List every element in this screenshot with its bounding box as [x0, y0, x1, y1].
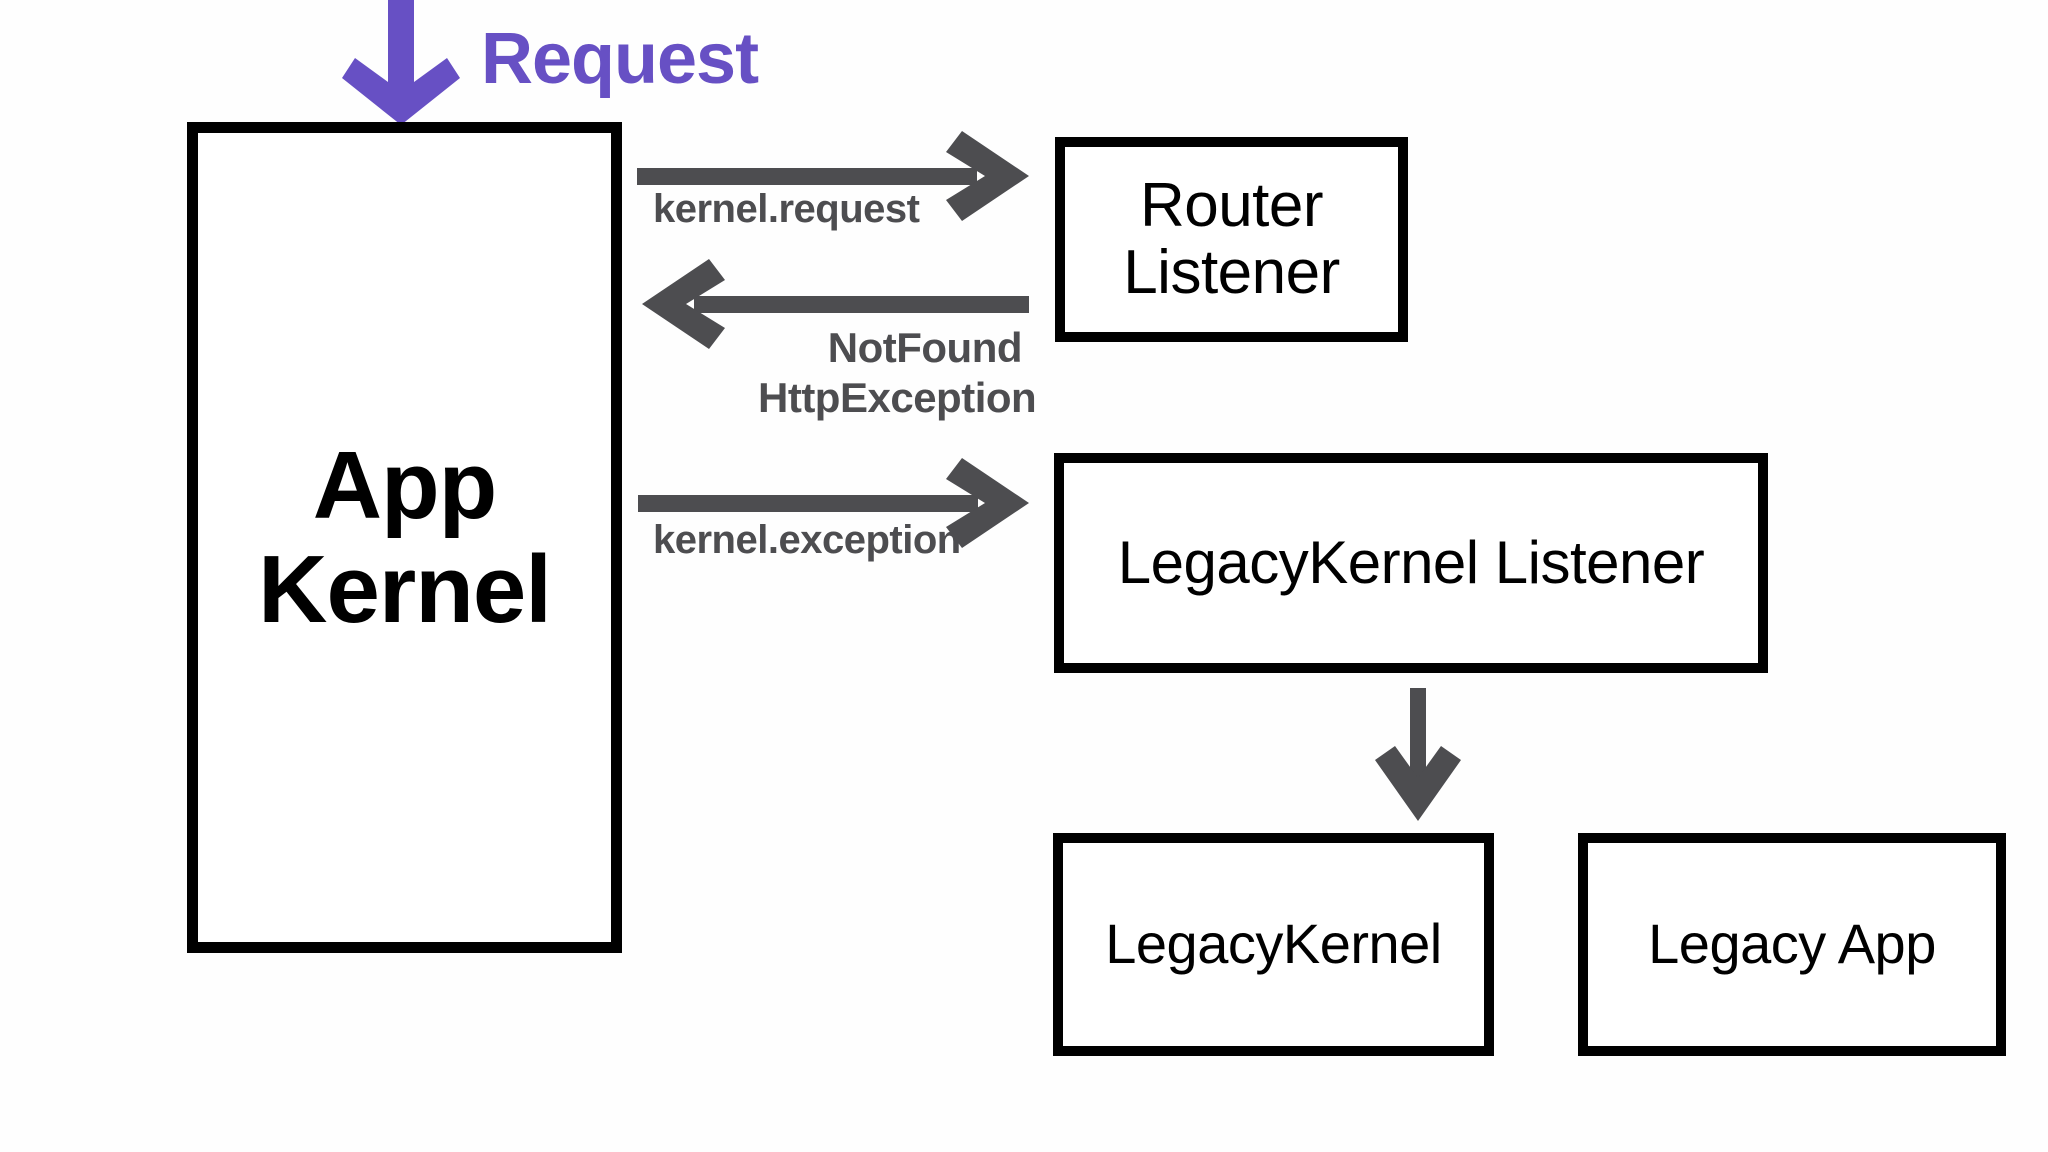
request-arrow-icon	[342, 0, 460, 125]
node-app-kernel-label: App Kernel	[258, 431, 552, 643]
node-legacykernel-listener[interactable]: LegacyKernel Listener	[1054, 453, 1768, 673]
node-legacy-app[interactable]: Legacy App	[1578, 833, 2006, 1056]
node-legacykernel-label: LegacyKernel	[1105, 912, 1442, 976]
request-label: Request	[481, 19, 759, 99]
node-router-listener[interactable]: Router Listener	[1055, 137, 1408, 342]
node-legacy-app-label: Legacy App	[1648, 912, 1936, 976]
node-legacykernel-listener-label: LegacyKernel Listener	[1117, 528, 1705, 596]
listener-to-legacykernel-arrow-icon	[1375, 688, 1461, 821]
edge-label-kernel-request: kernel.request	[653, 187, 920, 231]
node-app-kernel[interactable]: App Kernel	[187, 122, 622, 953]
node-router-listener-label: Router Listener	[1123, 170, 1340, 307]
node-legacykernel[interactable]: LegacyKernel	[1053, 833, 1494, 1056]
edge-label-notfound-httpexception: NotFound HttpException	[758, 324, 1037, 421]
edge-label-kernel-exception: kernel.exception	[653, 518, 961, 562]
